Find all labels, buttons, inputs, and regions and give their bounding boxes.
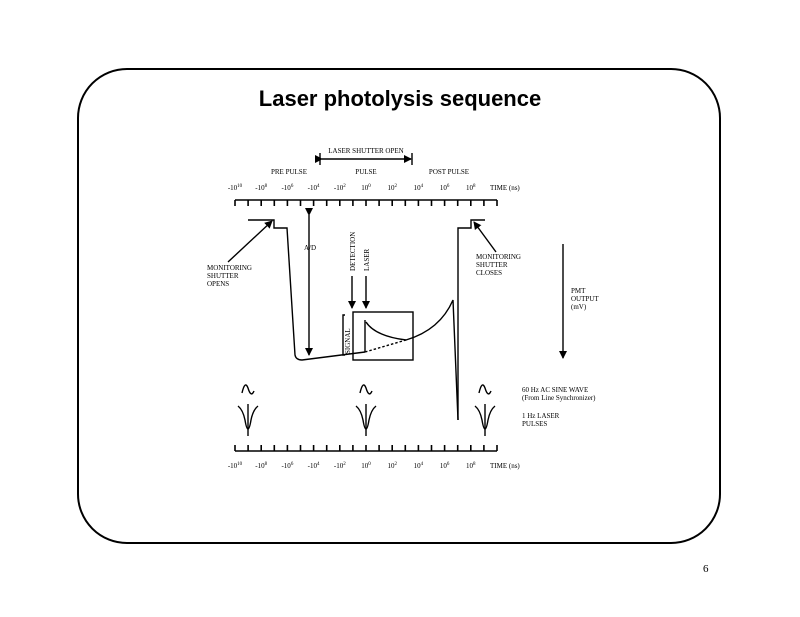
ad-label: A/D [304,244,316,252]
tick-label: 100 [361,184,371,192]
signal-label: SIGNAL [344,328,352,354]
slide-title: Laser photolysis sequence [258,86,542,111]
shutter-opens-label: OPENS [207,280,229,288]
tick-label: 106 [440,462,450,470]
time-axis-bottom: -1010 -108 -106 -104 -102 100 102 104 106 108 TIME… [228,445,520,470]
sine-legend: (From Line Synchronizer) [522,394,596,402]
signal-box [352,311,414,361]
sine-wave-icon [478,384,492,395]
sine-wave-icon [241,384,255,395]
detection-label: DETECTION [349,232,357,271]
shutter-opens-label: SHUTTER [207,272,239,280]
tick-label: 108 [466,462,476,470]
shutter-closes-label: CLOSES [476,269,502,277]
time-axis-label: TIME (ns) [490,184,520,192]
tick-label: -108 [255,462,267,470]
sine-legend: 60 Hz AC SINE WAVE [522,386,588,394]
tick-label: -102 [334,462,346,470]
shutter-closes-arrow [473,221,497,253]
tick-label: 104 [414,462,424,470]
time-axis-label: TIME (ns) [490,462,520,470]
phase-label: PRE PULSE [271,168,307,176]
tick-label: -102 [334,184,346,192]
shutter-opens-arrow [227,220,273,263]
laser-label: LASER [363,249,371,272]
pmt-trace [248,219,366,361]
shutter-opens-label: MONITORING [207,264,252,272]
tick-label: -104 [308,462,320,470]
tick-label: -106 [281,184,293,192]
baseline-dashed [364,339,407,353]
pmt-output-label: (mV) [571,303,587,311]
slide-frame [77,68,721,544]
tick-label: -1010 [228,184,243,192]
shutter-closes-label: SHUTTER [476,261,508,269]
tick-label: 104 [414,184,424,192]
tick-label: 106 [440,184,450,192]
shutter-open-label: LASER SHUTTER OPEN [328,147,403,155]
time-axis-top: -1010 -108 -106 -104 -102 100 102 104 106 108 TIME… [228,184,520,206]
tick-label: 102 [387,462,397,470]
pmt-trace-right [457,219,485,420]
phase-label: POST PULSE [429,168,469,176]
phase-label: PULSE [355,168,376,176]
tick-label: 102 [387,184,397,192]
tick-label: -104 [308,184,320,192]
tick-label: -108 [255,184,267,192]
signal-decay-trace [365,299,459,421]
tick-label: -1010 [228,462,243,470]
tick-label: 108 [466,184,476,192]
tick-label: 100 [361,462,371,470]
pmt-output-label: OUTPUT [571,295,599,303]
pmt-output-label: PMT [571,287,586,295]
shutter-closes-label: MONITORING [476,253,521,261]
page-number: 6 [703,563,709,575]
sine-wave-icon [359,384,373,395]
laser-pulses-legend: 1 Hz LASER [522,412,560,420]
tick-label: -106 [281,462,293,470]
laser-pulses-legend: PULSES [522,420,547,428]
